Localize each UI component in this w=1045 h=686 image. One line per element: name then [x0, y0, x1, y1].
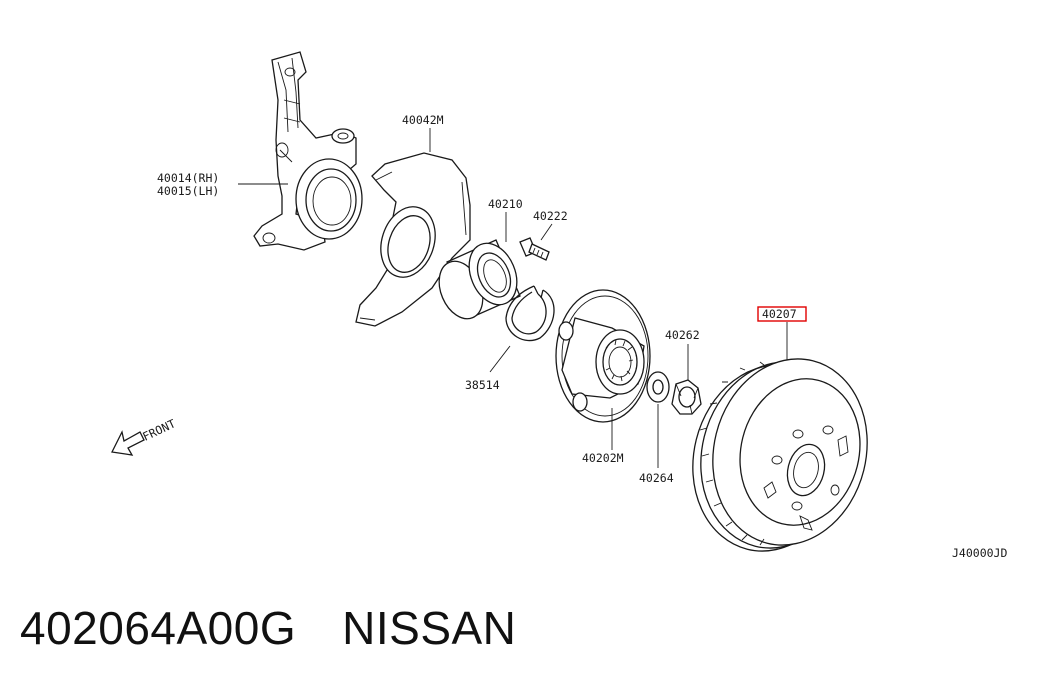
snap-ring	[505, 285, 555, 342]
label-snap-ring: 38514	[465, 378, 500, 392]
front-direction-arrow: FRONT	[111, 416, 178, 456]
steering-knuckle	[253, 51, 363, 251]
part-number: 402064A00G	[20, 602, 297, 654]
front-label: FRONT	[140, 416, 177, 443]
label-washer: 40264	[639, 471, 674, 485]
washer	[646, 371, 670, 403]
label-hub: 40202M	[582, 451, 624, 465]
brand-name: NISSAN	[342, 602, 517, 654]
label-knuckle-rh: 40014(RH)	[157, 171, 219, 185]
leader-bolt	[540, 223, 553, 241]
wheel-hub	[555, 289, 651, 423]
part-caption: 402064A00G NISSAN	[20, 596, 516, 660]
leader-lines	[238, 128, 788, 468]
hub-nut	[671, 379, 702, 415]
hub-bolt	[519, 237, 550, 261]
brake-rotor	[692, 358, 868, 552]
label-bearing: 40210	[488, 197, 523, 211]
wheel-bearing	[438, 239, 521, 320]
baffle-plate	[355, 152, 471, 327]
label-nut: 40262	[665, 328, 700, 342]
diagram-code: J40000JD	[952, 546, 1007, 560]
label-rotor-highlighted: 40207	[757, 306, 807, 322]
label-baffle-plate: 40042M	[402, 113, 444, 127]
label-rotor: 40207	[762, 307, 797, 321]
leader-snap-ring	[489, 345, 511, 373]
label-bolt: 40222	[533, 209, 568, 223]
label-knuckle-lh: 40015(LH)	[157, 184, 219, 198]
